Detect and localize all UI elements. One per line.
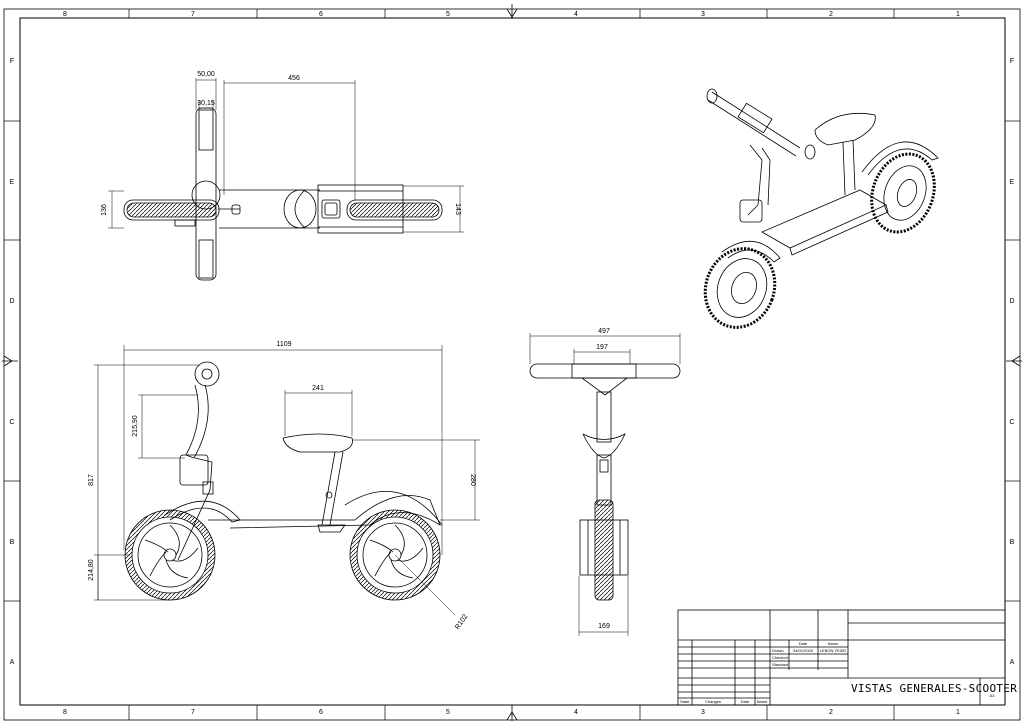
zone-col-2-top: 2 [829,11,833,18]
zone-col-4-top: 4 [574,11,578,18]
top-view-dimensions [108,78,464,233]
zone-row-C-left: C [9,419,14,426]
zone-row-D-left: D [9,298,14,305]
zone-row-B-left: B [10,539,15,546]
zone-col-1-top: 1 [956,11,960,18]
zone-row-A-left: A [10,659,15,666]
side-view-dimensions [94,345,480,616]
dim-grip-width: 50,00 [197,71,215,78]
zone-row-A-right: A [1010,659,1015,666]
side-view [124,361,443,601]
zone-col-1-bottom: 1 [956,709,960,716]
zone-col-7-top: 7 [191,11,195,18]
tb-drawn-date: 04/01/2020 [793,648,814,653]
dim-inner-width: 197 [596,344,608,351]
tb-state: State [680,699,690,704]
dim-front-width: 136 [101,204,108,216]
zone-row-E-left: E [10,179,15,186]
tb-changes: Changes [705,699,721,704]
zone-col-6-top: 6 [319,11,323,18]
tb-col-date: Date [799,641,808,646]
dim-seat-length: 241 [312,385,324,392]
tb-row-standard: Standard [772,662,788,667]
dim-wheel-radius: R102 [454,613,469,631]
dim-base-width: 169 [598,623,610,630]
zone-col-8-bottom: 8 [63,709,67,716]
zone-col-3-top: 3 [701,11,705,18]
zone-col-2-bottom: 2 [829,709,833,716]
dim-overall-length: 1109 [276,341,291,348]
centering-marks [2,4,1022,721]
zone-col-6-bottom: 6 [319,709,323,716]
zone-col-8-top: 8 [63,11,67,18]
tb-drawn-name: LEBON YEZID [820,648,846,653]
zone-row-D-right: D [1009,298,1014,305]
dim-handlebar-width: 497 [598,328,610,335]
zone-col-7-bottom: 7 [191,709,195,716]
isometric-view [703,88,939,329]
zone-ticks [4,9,1020,720]
tb-date: Date [741,699,750,704]
zone-row-C-right: C [1009,419,1014,426]
top-view [123,107,443,281]
zone-labels: 8 7 6 5 4 3 2 1 8 7 6 5 4 3 2 1 F E D C … [9,11,1014,716]
zone-row-E-right: E [1010,179,1015,186]
dim-overall-height: 817 [88,474,95,486]
dim-wheel-height: 214,80 [88,559,95,581]
outer-frame [3,8,1021,721]
dim-rear-width: 143 [454,203,461,215]
dim-grip-inner: 30,15 [197,100,215,107]
tb-col-name: Name [828,641,839,646]
zone-row-F-left: F [10,58,14,65]
sheet-number: A3 [990,693,996,698]
tb-row-checked: Checked [772,655,788,660]
zone-col-3-bottom: 3 [701,709,705,716]
zone-row-B-right: B [1010,539,1015,546]
drawing-title: VISTAS GENERALES-SCOOTER [851,682,1017,695]
front-view [529,363,681,601]
tb-row-drawn: Drawn [772,648,784,653]
tb-name: Name [757,699,768,704]
front-view-dimensions [529,333,681,636]
inner-frame [19,17,1006,706]
zone-row-F-right: F [1010,58,1014,65]
zone-col-4-bottom: 4 [574,709,578,716]
dim-seat-height: 280 [469,474,476,486]
dim-front-offset: 456 [288,75,300,82]
zone-col-5-top: 5 [446,11,450,18]
dim-handle-height: 215,90 [132,415,139,437]
zone-col-5-bottom: 5 [446,709,450,716]
title-block [677,609,1006,706]
